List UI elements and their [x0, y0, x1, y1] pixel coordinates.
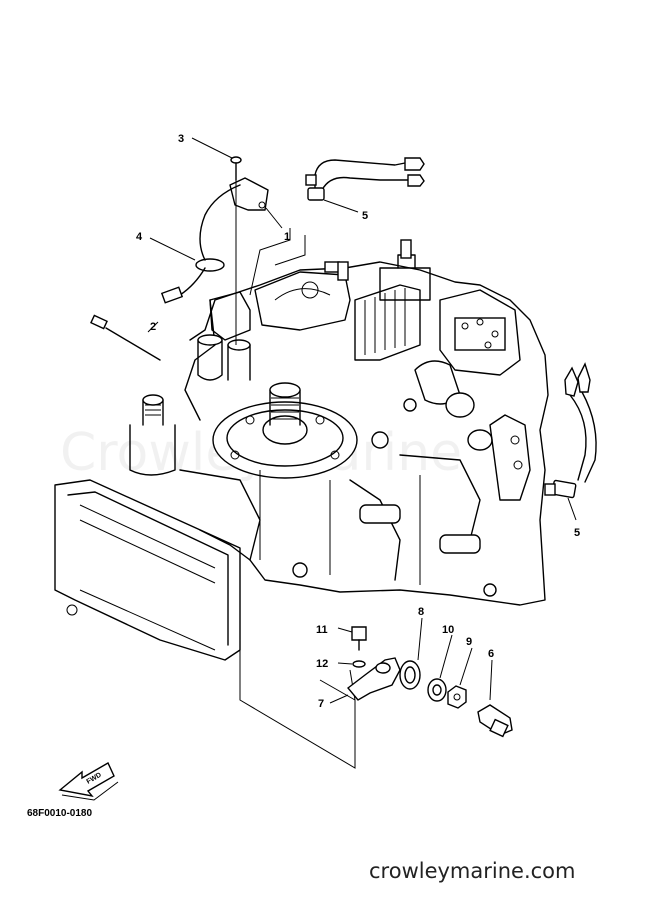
callout-6: 6 — [488, 648, 494, 660]
part-2-cable-tie — [90, 314, 161, 361]
callout-12: 12 — [316, 658, 328, 670]
fwd-arrow-icon — [58, 762, 119, 801]
callout-2: 2 — [150, 321, 156, 333]
part-4-clamp — [149, 237, 225, 304]
part-5-top-sensor — [305, 157, 425, 213]
engine-block — [129, 239, 549, 606]
callout-8: 8 — [418, 606, 424, 618]
leader-lines — [235, 180, 356, 769]
callout-4: 4 — [136, 231, 143, 243]
parts-group-7-12 — [329, 617, 513, 738]
part-5-right-sensor — [544, 362, 597, 521]
callout-10: 10 — [442, 624, 454, 636]
part-3-screw — [191, 137, 242, 181]
callout-5-top: 5 — [362, 210, 368, 222]
callout-7: 7 — [318, 698, 324, 710]
callout-9: 9 — [466, 636, 472, 648]
callout-5-right: 5 — [574, 527, 580, 539]
callout-3: 3 — [178, 133, 184, 145]
diagram-code: 68F0010-0180 — [27, 808, 92, 819]
callout-1: 1 — [284, 231, 290, 243]
site-name: crowleymarine.com — [369, 859, 575, 883]
part-1-bracket — [199, 177, 283, 261]
callout-11: 11 — [316, 624, 328, 636]
cover-panel — [54, 479, 241, 661]
